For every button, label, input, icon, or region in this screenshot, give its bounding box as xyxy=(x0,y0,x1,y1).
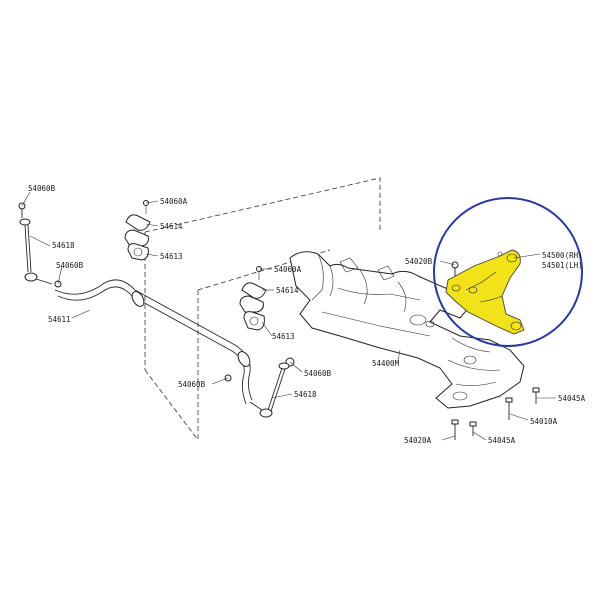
label-54611: 54611 xyxy=(48,315,71,324)
label-54060b-mid: 54060B xyxy=(178,380,206,389)
label-54045a-2: 54045A xyxy=(488,436,516,445)
label-54010a: 54010A xyxy=(530,417,558,426)
label-54060a-2: 54060A xyxy=(274,265,302,274)
highlight-circle xyxy=(433,197,583,347)
label-54618-right: 54618 xyxy=(294,390,317,399)
label-54614-1: 54614 xyxy=(160,222,183,231)
label-54613-2: 54613 xyxy=(272,332,295,341)
label-54060b-right: 54060B xyxy=(304,369,332,378)
label-54060a-1: 54060A xyxy=(160,197,188,206)
stabilizer-bar xyxy=(54,279,253,405)
part-labels: 54060B 54618 54060B 54611 54060A 54614 5… xyxy=(28,184,586,445)
label-54500-rh: 54500(RH) xyxy=(542,251,583,260)
label-54614-2: 54614 xyxy=(276,286,299,295)
label-54618-left: 54618 xyxy=(52,241,75,250)
label-54613-1: 54613 xyxy=(160,252,183,261)
lower-control-arm-highlighted xyxy=(445,249,525,335)
mounting-bolts xyxy=(451,261,540,440)
bushing-clamp-set-2 xyxy=(239,266,267,331)
label-54020a: 54020A xyxy=(404,436,432,445)
label-54060b-left: 54060B xyxy=(56,261,84,270)
label-54020b: 54020B xyxy=(405,257,433,266)
front-crossmember xyxy=(289,251,525,409)
label-54400m: 54400M xyxy=(372,359,400,368)
stabilizer-link-left xyxy=(18,202,62,288)
label-54045a-1: 54045A xyxy=(558,394,586,403)
label-54501-lh: 54501(LH) xyxy=(542,261,583,270)
stabilizer-link-right xyxy=(224,357,295,418)
label-54060b-top: 54060B xyxy=(28,184,56,193)
bushing-clamp-set-1 xyxy=(124,200,151,261)
leader-lines xyxy=(21,191,556,441)
